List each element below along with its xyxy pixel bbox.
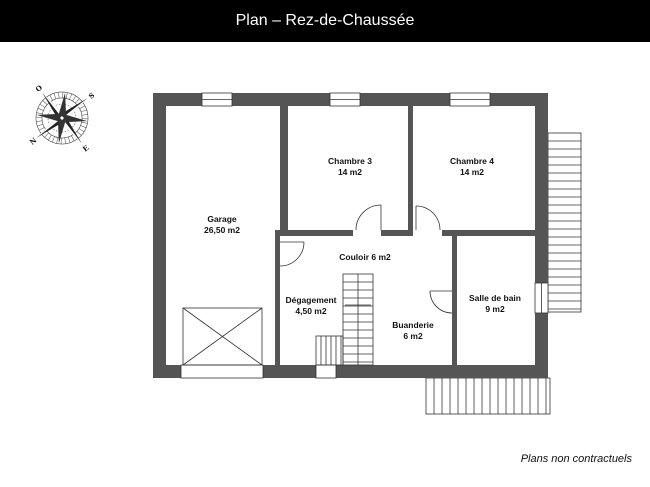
exterior-stairs-bottom — [425, 377, 551, 415]
inner-walls — [275, 106, 535, 365]
compass-letter-w: O — [34, 83, 44, 94]
buanderie-area: 6 m2 — [403, 331, 423, 341]
compass-tick — [81, 114, 88, 116]
compass-tick — [36, 112, 43, 115]
compass-tick — [80, 125, 87, 128]
compass-tick — [48, 134, 52, 141]
compass-tick — [36, 116, 43, 118]
compass-tick — [58, 92, 60, 99]
compass-tick — [67, 136, 71, 143]
door-swings — [279, 204, 453, 314]
compass-tick — [71, 135, 75, 142]
compass-tick — [75, 98, 80, 104]
chambre4-name: Chambre 4 — [450, 156, 494, 166]
compass-tick — [42, 100, 48, 105]
compass-tick — [72, 95, 76, 102]
compass-tick — [38, 127, 45, 131]
compass-letter-s: S — [87, 91, 97, 101]
room-labels: Garage 26,50 m2 Chambre 3 14 m2 Chambre … — [204, 156, 521, 341]
disclaimer-text: Plans non contractuels — [520, 453, 632, 465]
compass-tick — [56, 137, 59, 144]
top-windows — [201, 92, 491, 107]
page-title: Plan – Rez-de-Chaussée — [235, 12, 415, 29]
interior-staircase — [315, 273, 374, 366]
exterior-stairs-right — [547, 132, 582, 313]
garage-door — [182, 307, 263, 366]
chambre3-area: 14 m2 — [338, 167, 362, 177]
compass-tick — [37, 108, 44, 111]
compass-tick — [53, 93, 57, 100]
compass-tick — [37, 123, 44, 127]
compass-tick — [78, 128, 85, 132]
compass-tick — [79, 105, 86, 109]
garage-name: Garage — [207, 214, 237, 224]
compass-tick — [64, 137, 66, 144]
compass-tick — [81, 121, 88, 124]
compass-tick — [60, 137, 62, 144]
bottom-openings — [180, 364, 337, 379]
degagement-name: Dégagement — [285, 295, 336, 305]
garage-area: 26,50 m2 — [204, 225, 240, 235]
compass-letter-e: E — [81, 143, 91, 153]
compass-tick — [62, 92, 64, 99]
compass-tick — [81, 118, 88, 120]
buanderie-name: Buanderie — [392, 320, 434, 330]
compass-letter-n: N — [28, 135, 39, 146]
compass-tick — [76, 131, 82, 136]
chambre4-area: 14 m2 — [460, 167, 484, 177]
header-bar: Plan – Rez-de-Chaussée — [0, 0, 650, 42]
compass-tick — [52, 136, 55, 143]
compass-tick — [44, 132, 49, 138]
compass-tick — [80, 109, 87, 113]
compass-tick — [39, 104, 46, 108]
compass-tick — [49, 94, 53, 101]
compass-tick — [65, 92, 68, 99]
sdb-area: 9 m2 — [485, 304, 505, 314]
right-window — [534, 282, 549, 314]
sdb-name: Salle de bain — [469, 293, 521, 303]
chambre3-name: Chambre 3 — [328, 156, 372, 166]
compass-rose-icon: O N S E — [28, 83, 97, 154]
degagement-area: 4,50 m2 — [295, 306, 326, 316]
couloir-name: Couloir 6 m2 — [339, 252, 391, 262]
compass-tick — [69, 93, 72, 100]
compass-tick — [36, 120, 43, 122]
